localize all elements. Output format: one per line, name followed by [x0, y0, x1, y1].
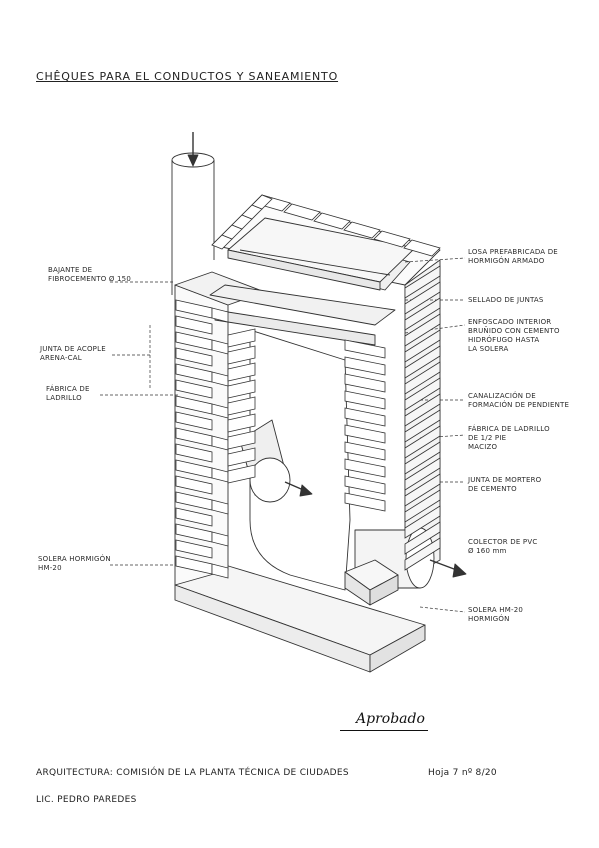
- brick-right: [404, 537, 441, 571]
- arrow-down-icon: [187, 132, 199, 167]
- brick-inner: [344, 424, 386, 444]
- brick-right: [404, 505, 441, 539]
- brick-inner: [344, 390, 386, 410]
- brick-inner: [227, 362, 256, 382]
- brick-top: [251, 194, 273, 210]
- brick-left: [211, 403, 229, 419]
- brick-inner: [227, 464, 256, 484]
- brick-right: [404, 281, 441, 315]
- brick-left: [211, 435, 229, 451]
- brick-inner: [227, 345, 256, 365]
- brick-inner: [344, 407, 386, 427]
- brick-left: [175, 379, 213, 399]
- base-block: [344, 559, 399, 606]
- brick-right: [404, 377, 441, 411]
- chamber: [249, 329, 351, 591]
- brick-left: [175, 539, 213, 559]
- brick-left: [211, 563, 229, 579]
- brick-inner: [344, 475, 386, 495]
- brick-left: [175, 475, 213, 495]
- brick-right: [404, 409, 441, 443]
- brick-inner: [344, 339, 386, 359]
- brick-left: [175, 411, 213, 431]
- base-slab: [174, 564, 426, 673]
- brick-inner: [344, 458, 386, 478]
- brick-inner: [344, 492, 386, 512]
- footer-line2: LIC. PEDRO PAREDES: [36, 795, 137, 805]
- brick-top: [373, 230, 411, 248]
- brick-inner: [227, 413, 256, 433]
- brick-right: [404, 457, 441, 491]
- brick-right: [404, 329, 441, 363]
- brick-left: [211, 499, 229, 515]
- brick-top: [403, 239, 441, 257]
- footer-page: Hoja 7 nº 8/20: [428, 768, 497, 778]
- brick-top: [343, 221, 381, 239]
- brick-left: [175, 443, 213, 463]
- brick-right: [404, 361, 441, 395]
- brick-right: [404, 393, 441, 427]
- brick-inner: [227, 328, 256, 348]
- brick-inner: [344, 441, 386, 461]
- brick-left: [175, 315, 213, 335]
- brick-top: [313, 212, 351, 230]
- brick-inner: [227, 430, 256, 450]
- brick-right: [404, 441, 441, 475]
- signature-line: [340, 730, 428, 731]
- brick-right: [404, 345, 441, 379]
- brick-left: [211, 531, 229, 547]
- brick-inner: [227, 396, 256, 416]
- footer-line1: ARQUITECTURA: COMISIÓN DE LA PLANTA TÉCN…: [36, 768, 349, 778]
- brick-left: [175, 507, 213, 527]
- brick-right: [404, 313, 441, 347]
- brick-left: [211, 307, 229, 323]
- brick-right: [404, 473, 441, 507]
- brick-right: [404, 425, 441, 459]
- brick-right: [404, 521, 441, 555]
- brick-top: [283, 203, 321, 221]
- page-title: CHÊQUES PARA EL CONDUCTOS Y SANEAMIENTO: [36, 70, 339, 83]
- arrow-flow-icon: [284, 481, 313, 497]
- brick-inner: [344, 356, 386, 376]
- brick-right: [404, 297, 441, 331]
- brick-left: [175, 347, 213, 367]
- brick-inner: [227, 379, 256, 399]
- brick-right: [404, 265, 441, 299]
- brick-inner: [344, 373, 386, 393]
- brick-right: [404, 489, 441, 523]
- label-sealing: SELLADO DE JUNTAS: [468, 296, 544, 304]
- brick-inner: [227, 447, 256, 467]
- arrow-outflow-icon: [429, 559, 467, 578]
- signature: Aprobado: [356, 711, 425, 727]
